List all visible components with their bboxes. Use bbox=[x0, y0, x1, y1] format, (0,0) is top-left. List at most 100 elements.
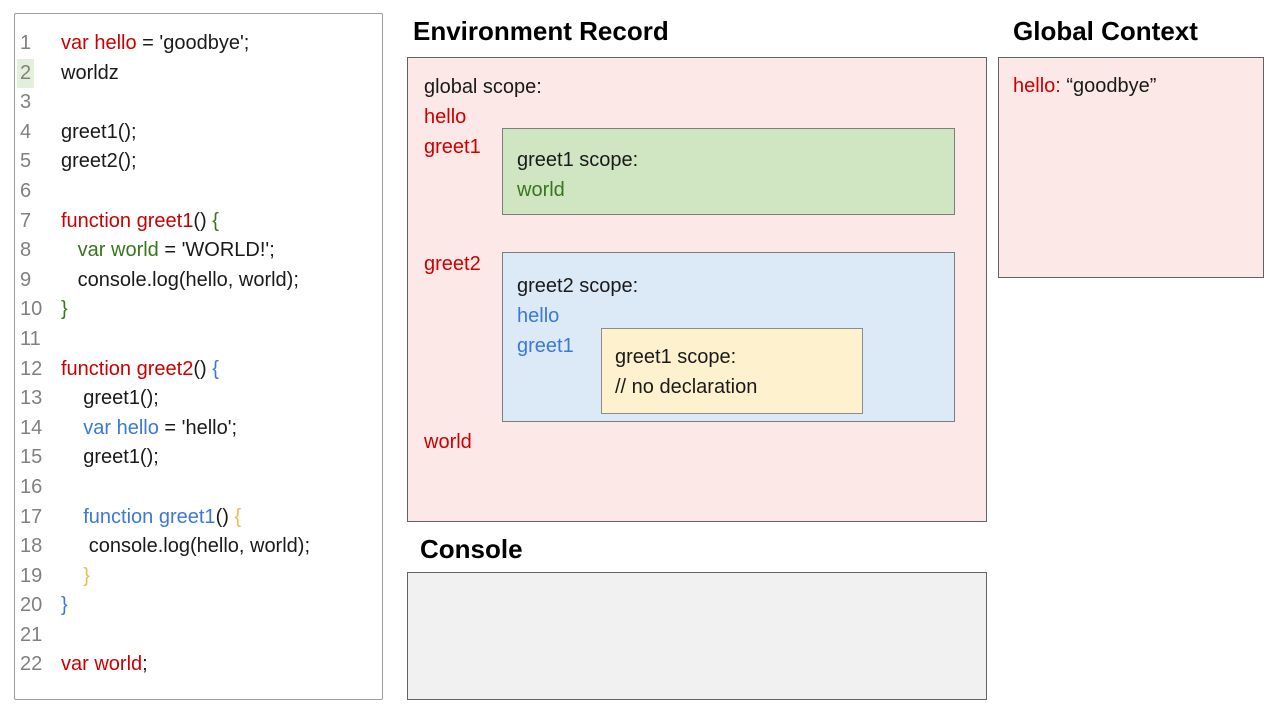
code-token: { bbox=[212, 209, 219, 232]
greet2-scope-box: greet2 scope: hello greet1 greet1 scope:… bbox=[502, 252, 955, 422]
code-token: function greet1 bbox=[61, 209, 194, 232]
line-number-text: 6 bbox=[20, 179, 32, 202]
line-number-text: 19 bbox=[20, 564, 43, 587]
code-line: 8 var world = 'WORLD!'; bbox=[15, 236, 382, 266]
global-context-value: “goodbye” bbox=[1060, 75, 1157, 97]
line-number: 5 bbox=[15, 147, 61, 177]
code-token: greet1(); bbox=[61, 387, 159, 410]
environment-record-title: Environment Record bbox=[413, 16, 669, 46]
code-line: 10} bbox=[15, 295, 382, 325]
code-line: 14 var hello = 'hello'; bbox=[15, 414, 382, 444]
line-number: 1 bbox=[15, 29, 61, 59]
code-token: = 'goodbye'; bbox=[136, 32, 250, 54]
console-output-box bbox=[407, 572, 987, 700]
code-line: 16 bbox=[15, 473, 382, 503]
code-text: } bbox=[61, 591, 68, 621]
line-number: 9 bbox=[15, 266, 61, 296]
code-text: function greet1() { bbox=[61, 207, 219, 237]
code-token bbox=[61, 565, 83, 587]
greet2-scope-var-greet1: greet1 bbox=[517, 335, 574, 357]
line-number-text: 3 bbox=[20, 91, 32, 114]
line-number: 13 bbox=[15, 384, 61, 414]
code-panel: 1 var hello = 'goodbye'; 2 worldz 3 4 greet1()… bbox=[14, 13, 383, 700]
greet1-scope-var-world: world bbox=[517, 179, 565, 201]
line-number-text: 22 bbox=[20, 653, 43, 676]
code-token: = 'WORLD!'; bbox=[158, 239, 275, 262]
line-number: 3 bbox=[15, 88, 61, 118]
line-number-text: 8 bbox=[20, 239, 32, 262]
line-number-text: 18 bbox=[20, 535, 43, 558]
environment-record-box: global scope: hello greet1 greet2 world … bbox=[407, 57, 987, 522]
code-line: 18 console.log(hello, world); bbox=[15, 532, 382, 562]
code-line: 4 greet1(); bbox=[15, 118, 382, 148]
code-token: function greet1 bbox=[83, 505, 216, 528]
line-number-text: 20 bbox=[20, 594, 43, 617]
code-token: ; bbox=[142, 653, 148, 676]
code-text: console.log(hello, world); bbox=[61, 532, 310, 562]
inner-greet1-scope-title: greet1 scope: bbox=[615, 346, 737, 368]
code-text: greet1(); bbox=[61, 118, 137, 148]
global-var-greet2: greet2 bbox=[424, 253, 481, 275]
code-text: var hello = 'goodbye'; bbox=[61, 29, 249, 59]
line-number-text: 7 bbox=[20, 209, 32, 232]
code-text: console.log(hello, world); bbox=[61, 266, 299, 296]
code-token: function greet2 bbox=[61, 357, 194, 380]
line-number-text: 14 bbox=[20, 416, 43, 439]
greet1-scope-box: greet1 scope: world bbox=[502, 128, 955, 215]
line-number: 22 bbox=[15, 650, 61, 680]
console-title: Console bbox=[420, 534, 523, 564]
line-number-text: 4 bbox=[20, 120, 32, 143]
code-line: 17 function greet1() { bbox=[15, 503, 382, 533]
line-number-text: 15 bbox=[20, 446, 43, 469]
code-token: } bbox=[83, 564, 90, 587]
code-text: var world = 'WORLD!'; bbox=[61, 236, 275, 266]
line-number: 11 bbox=[15, 325, 61, 355]
code-token: { bbox=[212, 357, 219, 380]
code-token: greet1(); bbox=[61, 120, 137, 143]
code-token: } bbox=[61, 298, 68, 321]
line-number: 12 bbox=[15, 355, 61, 385]
code-token: worldz bbox=[61, 61, 119, 84]
code-text: worldz bbox=[61, 59, 119, 89]
code-text: greet2(); bbox=[61, 147, 137, 177]
code-token: { bbox=[234, 505, 242, 528]
line-number-text: 1 bbox=[20, 32, 32, 54]
global-var-world: world bbox=[424, 431, 472, 453]
code-line: 6 bbox=[15, 177, 382, 207]
code-line: 3 bbox=[15, 88, 382, 118]
code-text: greet1(); bbox=[61, 384, 159, 414]
code-text: function greet2() { bbox=[61, 355, 219, 385]
highlighted-line-number: 2 bbox=[17, 58, 35, 89]
line-number-text: 17 bbox=[20, 505, 43, 528]
line-number: 4 bbox=[15, 118, 61, 148]
code-text: function greet1() { bbox=[61, 503, 241, 533]
code-line: 1 var hello = 'goodbye'; bbox=[15, 29, 382, 59]
global-context-title: Global Context bbox=[1013, 16, 1198, 46]
code-token: console.log(hello, world); bbox=[61, 268, 299, 291]
inner-greet1-scope-box: greet1 scope: // no declaration bbox=[601, 328, 863, 414]
greet2-scope-var-hello: hello bbox=[517, 305, 560, 327]
global-context-box: hello: “goodbye” bbox=[998, 57, 1264, 278]
code-token: var hello bbox=[61, 32, 137, 54]
code-text: greet1(); bbox=[61, 443, 159, 473]
code-token: var world bbox=[61, 653, 143, 676]
code-line: 15 greet1(); bbox=[15, 443, 382, 473]
greet2-scope-title: greet2 scope: bbox=[517, 275, 639, 297]
code-line: 7 function greet1() { bbox=[15, 207, 382, 237]
code-line: 2 worldz bbox=[15, 58, 382, 89]
line-number: 15 bbox=[15, 443, 61, 473]
code-token bbox=[61, 506, 83, 528]
code-text: var world; bbox=[61, 650, 148, 680]
line-number: 2 bbox=[15, 58, 61, 89]
line-number: 17 bbox=[15, 503, 61, 533]
global-var-hello: hello bbox=[424, 106, 467, 128]
global-scope-label: global scope: bbox=[424, 76, 542, 98]
line-number-text: 10 bbox=[20, 298, 43, 321]
line-number-text: 21 bbox=[20, 623, 43, 646]
line-number: 16 bbox=[15, 473, 61, 503]
code-token: () bbox=[193, 357, 213, 380]
line-number: 6 bbox=[15, 177, 61, 207]
line-number-text: 9 bbox=[20, 268, 32, 291]
code-lines: 1 var hello = 'goodbye'; 2 worldz 3 4 greet1()… bbox=[15, 29, 382, 680]
